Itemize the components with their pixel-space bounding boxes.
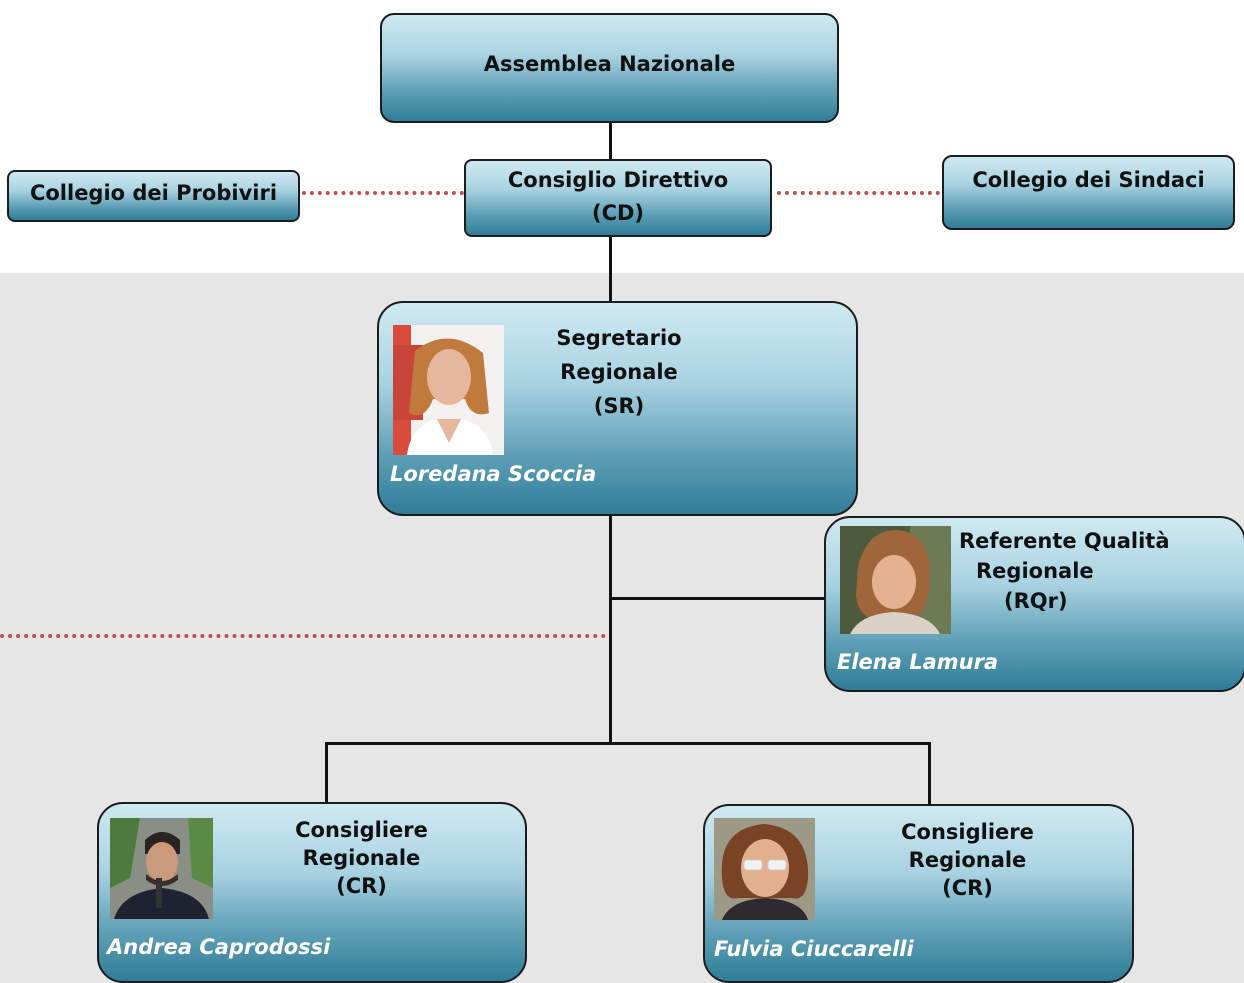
dotted-link-regional (0, 634, 606, 638)
secretary-title-line1: Segretario (556, 326, 682, 350)
councillor-right-title-line2: Regionale (908, 848, 1027, 872)
assembly-title: Assemblea Nazionale (483, 52, 736, 76)
secretary-title-line3: (SR) (593, 394, 645, 418)
photo-elena-lamura (840, 526, 951, 634)
quality-title-line2: Regionale (976, 559, 1094, 583)
councillor-left-title-line1: Consigliere (295, 818, 428, 842)
photo-fulvia-ciuccarelli (714, 818, 815, 920)
connector-councillor-right (928, 742, 931, 804)
dotted-link-sindaci (777, 191, 940, 195)
councillor-right-title-line1: Consigliere (901, 820, 1034, 844)
connector-quality-branch (611, 597, 826, 600)
connector-councillor-left (325, 742, 328, 802)
connector-secretary-trunk (609, 516, 612, 742)
board-title-line2: (CD) (591, 201, 645, 225)
box-collegio-sindaci: Collegio dei Sindaci (942, 155, 1235, 230)
box-assemblea-nazionale: Assemblea Nazionale (380, 13, 839, 123)
probiviri-title: Collegio dei Probiviri (29, 181, 278, 205)
box-consigliere-left: Consigliere Regionale (CR) Andrea Caprod… (97, 802, 527, 983)
photo-loredana-scoccia (393, 325, 504, 455)
councillor-left-title-line2: Regionale (302, 846, 421, 870)
connector-board-secretary (609, 237, 612, 301)
box-consigliere-right: Consigliere Regionale (CR) Fulvia Ciucca… (703, 804, 1134, 983)
box-consiglio-direttivo: Consiglio Direttivo (CD) (464, 159, 772, 237)
secretary-title-line2: Regionale (560, 360, 678, 384)
box-collegio-probiviri: Collegio dei Probiviri (7, 170, 300, 222)
board-title-line1: Consiglio Direttivo (507, 168, 729, 192)
quality-person-name: Elena Lamura (837, 650, 999, 674)
connector-assembly-board (609, 123, 612, 160)
box-segretario-regionale: Segretario Regionale (SR) Loredana Scocc… (377, 301, 858, 516)
secretary-person-name: Loredana Scoccia (390, 462, 597, 486)
dotted-link-probiviri (302, 191, 464, 195)
councillor-left-person-name: Andrea Caprodossi (107, 935, 331, 959)
photo-andrea-caprodossi (110, 818, 213, 919)
sindaci-title: Collegio dei Sindaci (972, 168, 1205, 192)
box-referente-qualita: Referente Qualità Regionale (RQr) Elena … (824, 516, 1244, 692)
councillor-right-person-name: Fulvia Ciuccarelli (714, 937, 914, 961)
councillor-right-title-line3: (CR) (942, 876, 993, 900)
quality-title-line1: Referente Qualità (959, 529, 1170, 553)
connector-councillors-bar (325, 742, 931, 745)
quality-title-line3: (RQr) (1004, 589, 1068, 613)
councillor-left-title-line3: (CR) (336, 874, 387, 898)
